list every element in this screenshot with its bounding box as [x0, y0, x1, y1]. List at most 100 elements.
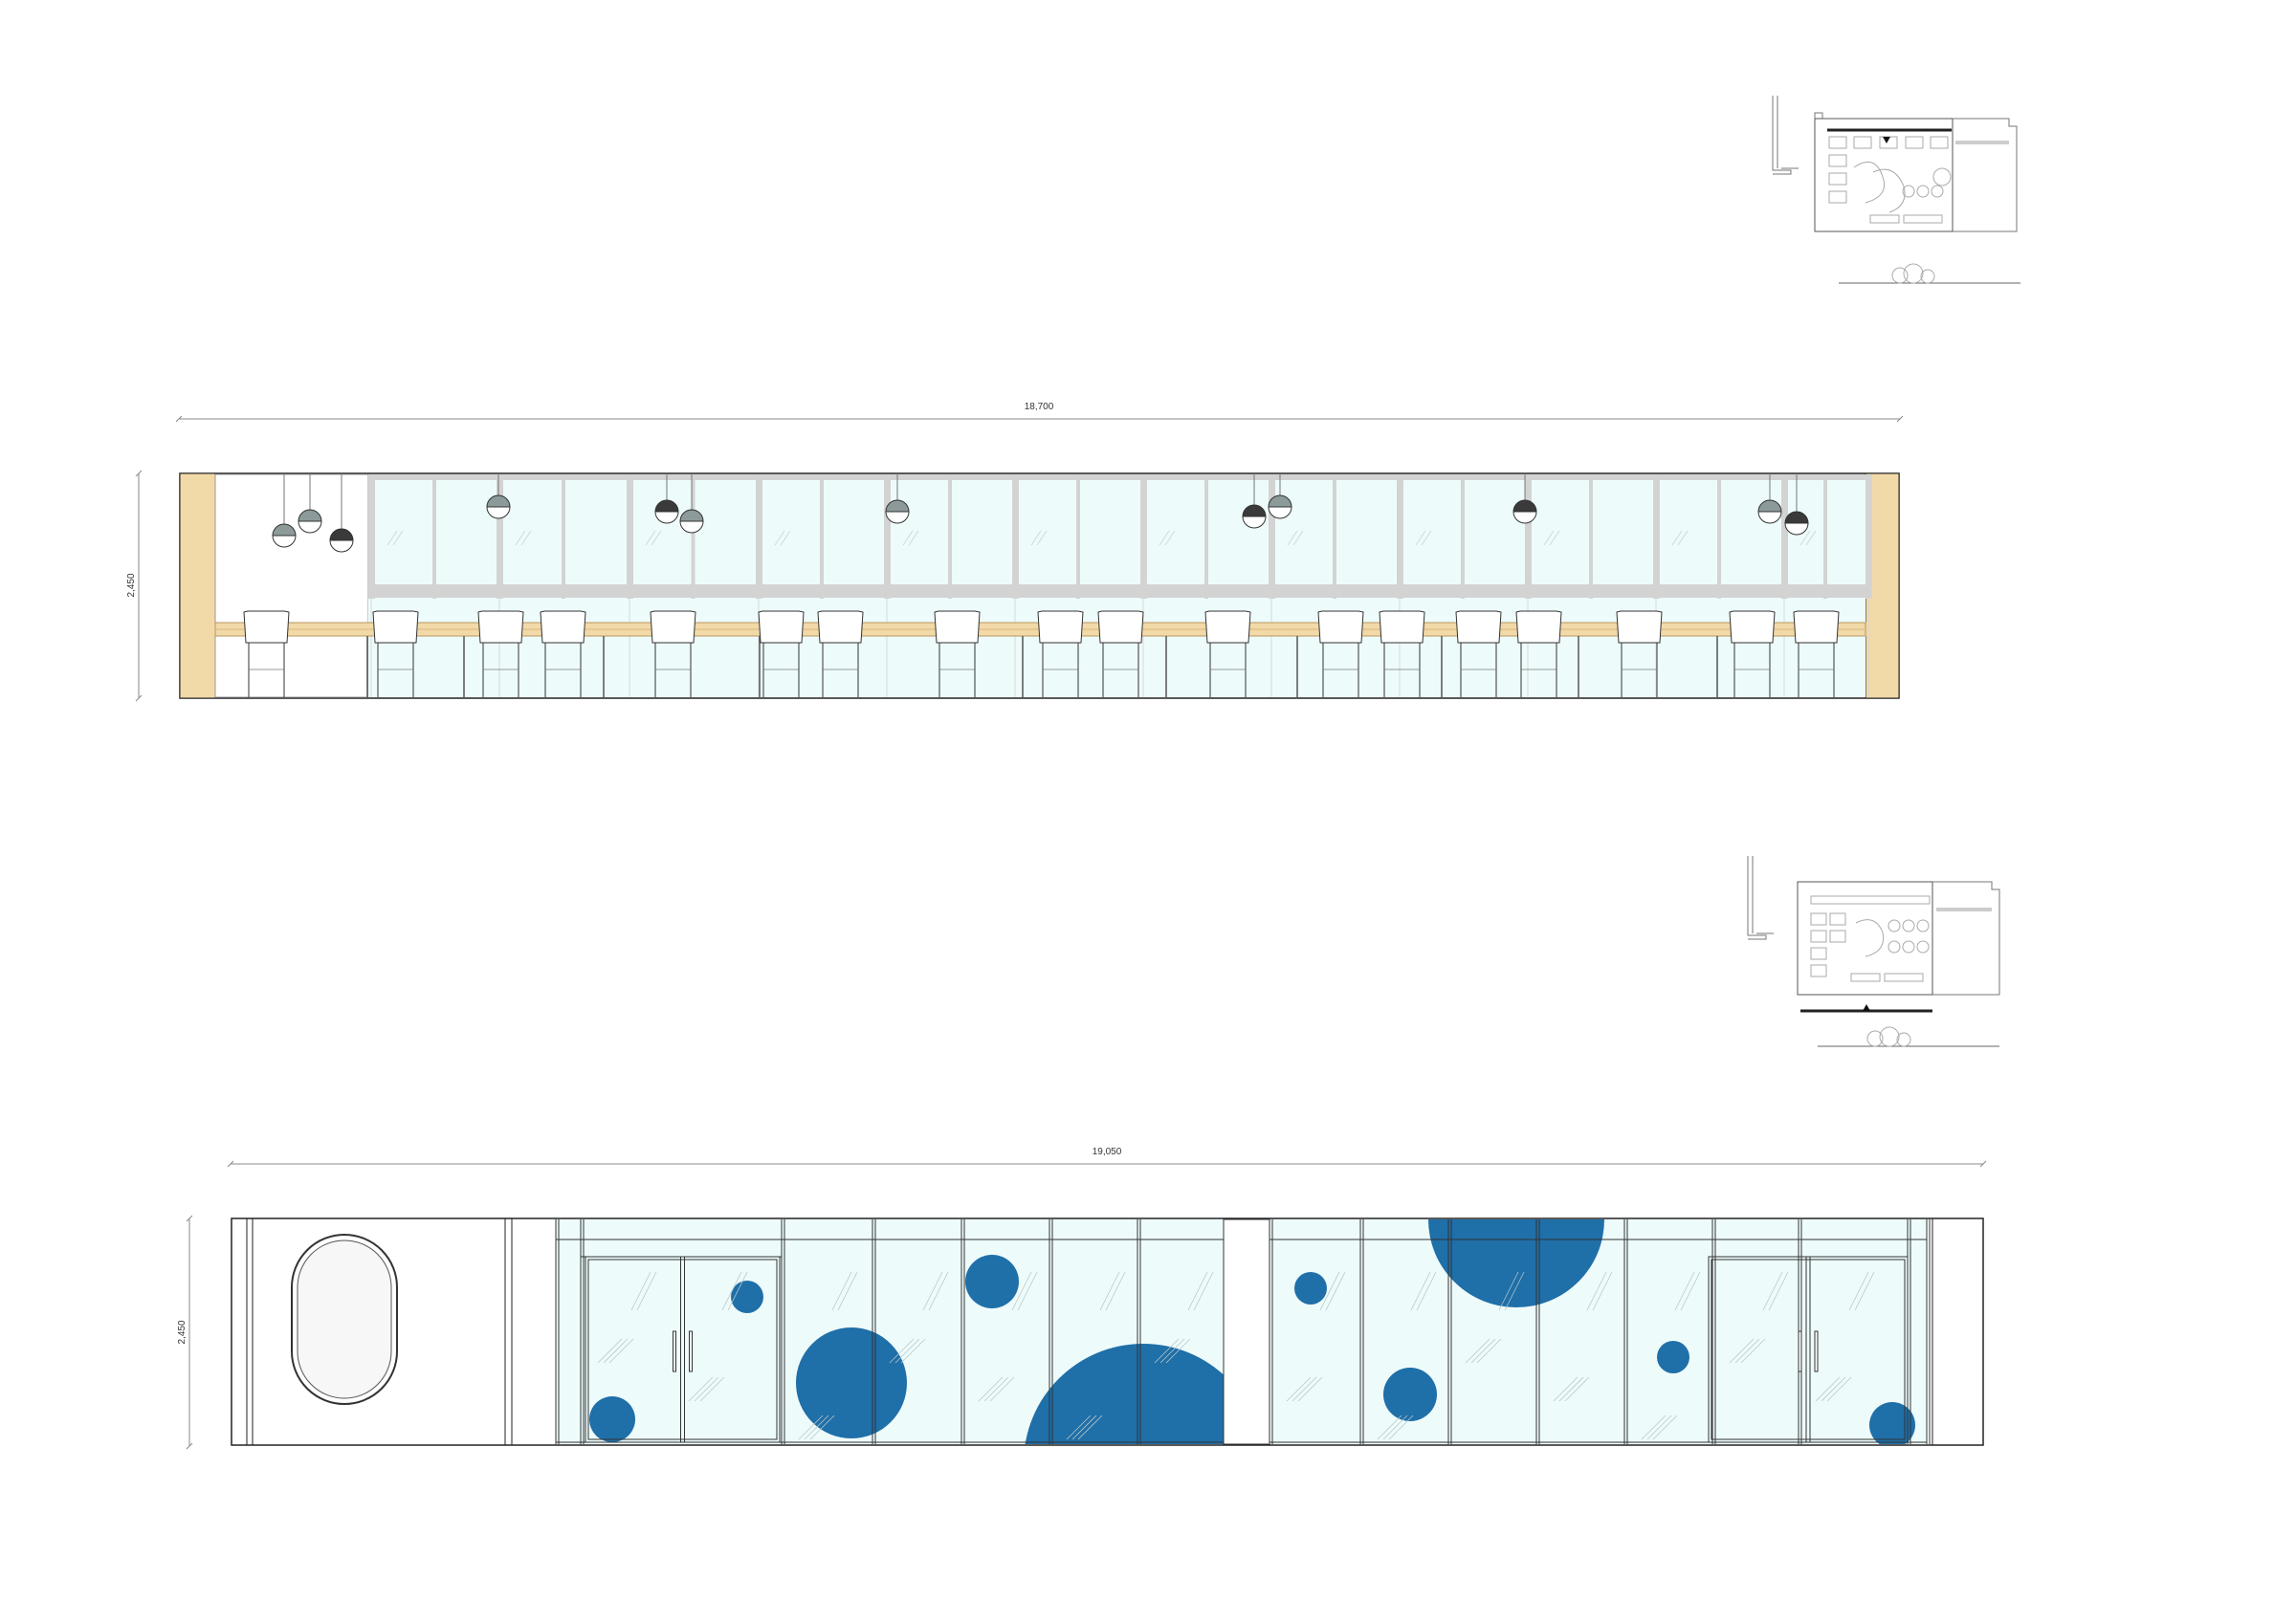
reflection [608, 1338, 634, 1364]
reflection [1674, 1271, 1695, 1311]
reflection [780, 530, 791, 546]
reflection [1292, 1376, 1317, 1402]
reflection [928, 1271, 949, 1311]
reflection [1066, 1415, 1092, 1440]
reflection [636, 1271, 657, 1311]
sub-mullion [1333, 474, 1336, 599]
reflection [1415, 530, 1426, 546]
door-frame [585, 1256, 781, 1443]
mullion [627, 474, 633, 599]
reflection [1382, 1415, 1408, 1440]
pendant-shade [885, 499, 910, 513]
pendant-shade [272, 523, 297, 537]
height-dimension-b [186, 1215, 193, 1450]
reflection [837, 1271, 858, 1311]
mullion [1140, 474, 1147, 599]
reflection [386, 530, 398, 546]
sub-mullion [1717, 474, 1721, 599]
elevation-b: 19,050 2,450 [177, 1147, 1987, 1450]
blue-circle [1294, 1272, 1327, 1305]
bar-stool [1037, 610, 1084, 697]
pendant-shade [679, 509, 704, 522]
height-dimension-a [135, 470, 143, 702]
reflection [989, 1376, 1015, 1402]
reflection [1476, 1338, 1502, 1364]
mullion [1397, 474, 1403, 599]
pendant-globe [654, 511, 679, 524]
reflection [1641, 1415, 1667, 1440]
pendant-light [654, 473, 679, 524]
reflection [1287, 530, 1298, 546]
reflection [1470, 1338, 1496, 1364]
pendant-light [486, 473, 511, 519]
reflection [894, 1338, 920, 1364]
door-handle [689, 1330, 693, 1372]
reflection [1297, 1376, 1323, 1402]
pendant-globe [1242, 515, 1267, 529]
door-handle [1814, 1330, 1819, 1372]
stool-back [1616, 610, 1663, 644]
pendant-light [1512, 473, 1537, 524]
reflection [1187, 1271, 1208, 1311]
reflection [727, 1271, 748, 1311]
pendant-shade [1784, 511, 1809, 524]
bar-stool [650, 610, 696, 697]
reflection [1553, 1376, 1578, 1402]
reflection [1099, 1271, 1120, 1311]
reflection [774, 530, 785, 546]
reflection [1680, 1271, 1701, 1311]
oval-mirror [291, 1234, 398, 1405]
pendant-light [1784, 473, 1809, 536]
reflection [699, 1376, 725, 1402]
reflection [1159, 530, 1170, 546]
stool-back [1317, 610, 1364, 644]
reflection [630, 1271, 651, 1311]
reflection [1646, 1415, 1672, 1440]
reflection [1821, 1376, 1846, 1402]
pendant-globe [272, 535, 297, 548]
reflection [1564, 1376, 1590, 1402]
bar-stool [1097, 610, 1144, 697]
mullion [497, 474, 503, 599]
blue-circle [731, 1281, 763, 1313]
reflection [597, 1338, 623, 1364]
reflection [1815, 1376, 1841, 1402]
reflection [1498, 1271, 1519, 1311]
pendant-light [1242, 473, 1267, 529]
reflection [721, 1271, 742, 1311]
mullion [1781, 474, 1788, 599]
pendant-light [1757, 473, 1782, 524]
stool-back [1097, 610, 1144, 644]
reflection [889, 1338, 915, 1364]
reflection [694, 1376, 719, 1402]
reflection [1071, 1415, 1097, 1440]
blue-circle [1025, 1344, 1262, 1444]
glass-reflections [597, 1271, 1875, 1440]
reflection [1193, 1271, 1214, 1311]
bar-stool [1455, 610, 1502, 697]
reflection [1762, 1271, 1783, 1311]
reflection [1164, 530, 1176, 546]
reflection [515, 530, 526, 546]
reflection [1286, 1376, 1312, 1402]
reflection [645, 530, 656, 546]
reflection [922, 1271, 943, 1311]
key-plan-b [1747, 856, 2000, 1047]
reflection [1768, 1271, 1789, 1311]
reflection [1677, 530, 1689, 546]
reflection [1036, 530, 1048, 546]
reflection [1740, 1338, 1766, 1364]
blue-circle [589, 1396, 635, 1442]
reflection [1421, 530, 1432, 546]
reflection [688, 1376, 714, 1402]
bar-stool [934, 610, 981, 697]
reflection [798, 1415, 824, 1440]
curtain-wall-mullions [368, 474, 1872, 697]
pendant-shade [329, 528, 354, 541]
glazing-right [1269, 1219, 1927, 1444]
mullion [1866, 474, 1872, 599]
stool-back [1455, 610, 1502, 644]
bar-stool [1317, 610, 1364, 697]
reflection [651, 530, 662, 546]
reflection [804, 1415, 829, 1440]
